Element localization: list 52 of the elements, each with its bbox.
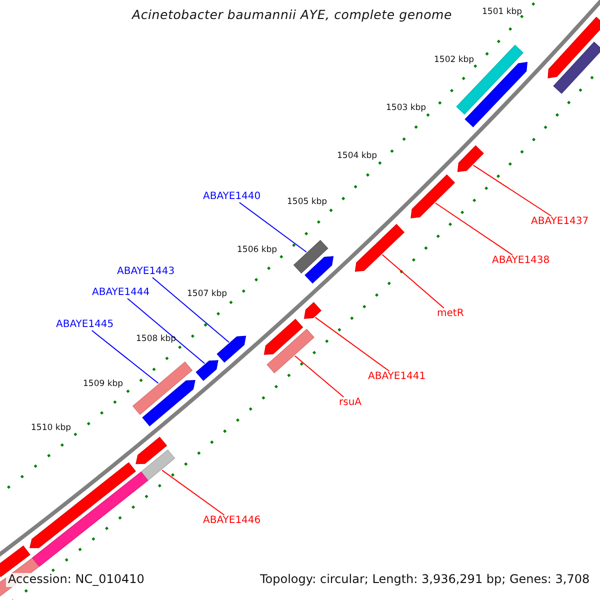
leader-line xyxy=(162,470,225,516)
leader-line xyxy=(382,254,444,308)
gene-feature xyxy=(457,145,484,172)
gene-feature xyxy=(216,336,246,363)
leader-line xyxy=(91,330,159,384)
title: Acinetobacter baumannii AYE, complete genome xyxy=(132,8,452,22)
gene-label: ABAYE1437 xyxy=(531,216,589,228)
gene-segment xyxy=(140,449,176,481)
gene-segment xyxy=(293,240,328,274)
leader-line xyxy=(314,316,390,372)
leader-line xyxy=(127,298,206,364)
gene-feature xyxy=(304,256,334,284)
scale-label: 1508 kbp xyxy=(136,335,176,345)
gene-segment xyxy=(456,44,524,115)
gene-label: ABAYE1443 xyxy=(117,266,175,278)
scale-label: 1510 kbp xyxy=(31,424,72,434)
gene-feature xyxy=(354,224,405,272)
gene-feature xyxy=(264,318,304,355)
gene-feature xyxy=(196,360,218,381)
gene-segment xyxy=(553,42,600,94)
gene-label: rsuA xyxy=(339,397,362,408)
footer-text: Topology: circular; Length: 3,936,291 bp; Genes: 3,708 xyxy=(260,573,590,587)
gene-feature xyxy=(410,174,455,218)
gene-label: ABAYE1444 xyxy=(92,287,150,298)
scale-label: 1509 kbp xyxy=(83,380,124,390)
leader-line xyxy=(238,202,307,252)
gene-feature xyxy=(142,380,196,426)
gene-label: ABAYE1438 xyxy=(492,255,550,266)
leader-line xyxy=(434,202,514,256)
scale-label: 1503 kbp xyxy=(386,104,426,114)
gene-label: ABAYE1440 xyxy=(203,191,261,202)
gene-feature xyxy=(304,302,322,319)
footer-text: Accession: NC_010410 xyxy=(6,573,146,587)
gene-segment xyxy=(132,362,193,415)
gene-label: ABAYE1445 xyxy=(56,319,114,330)
gene-label: ABAYE1441 xyxy=(368,371,426,382)
scale-label: 1507 kbp xyxy=(187,290,228,300)
gene-segment xyxy=(32,471,148,567)
gene-label: metR xyxy=(437,308,464,320)
gene-feature xyxy=(29,462,136,548)
leader-line xyxy=(472,164,552,216)
gene-segment xyxy=(266,328,314,374)
gene-feature xyxy=(136,436,168,464)
scale-label: 1502 kbp xyxy=(434,56,474,66)
gene-label: ABAYE1446 xyxy=(203,515,261,526)
scale-label: 1501 kbp xyxy=(482,8,522,18)
leader-line xyxy=(294,355,344,398)
leader-line xyxy=(152,277,230,343)
scale-label: 1505 kbp xyxy=(287,198,328,208)
scale-label: 1504 kbp xyxy=(337,152,378,162)
gene-feature xyxy=(548,16,600,78)
scale-label: 1506 kbp xyxy=(237,246,278,256)
